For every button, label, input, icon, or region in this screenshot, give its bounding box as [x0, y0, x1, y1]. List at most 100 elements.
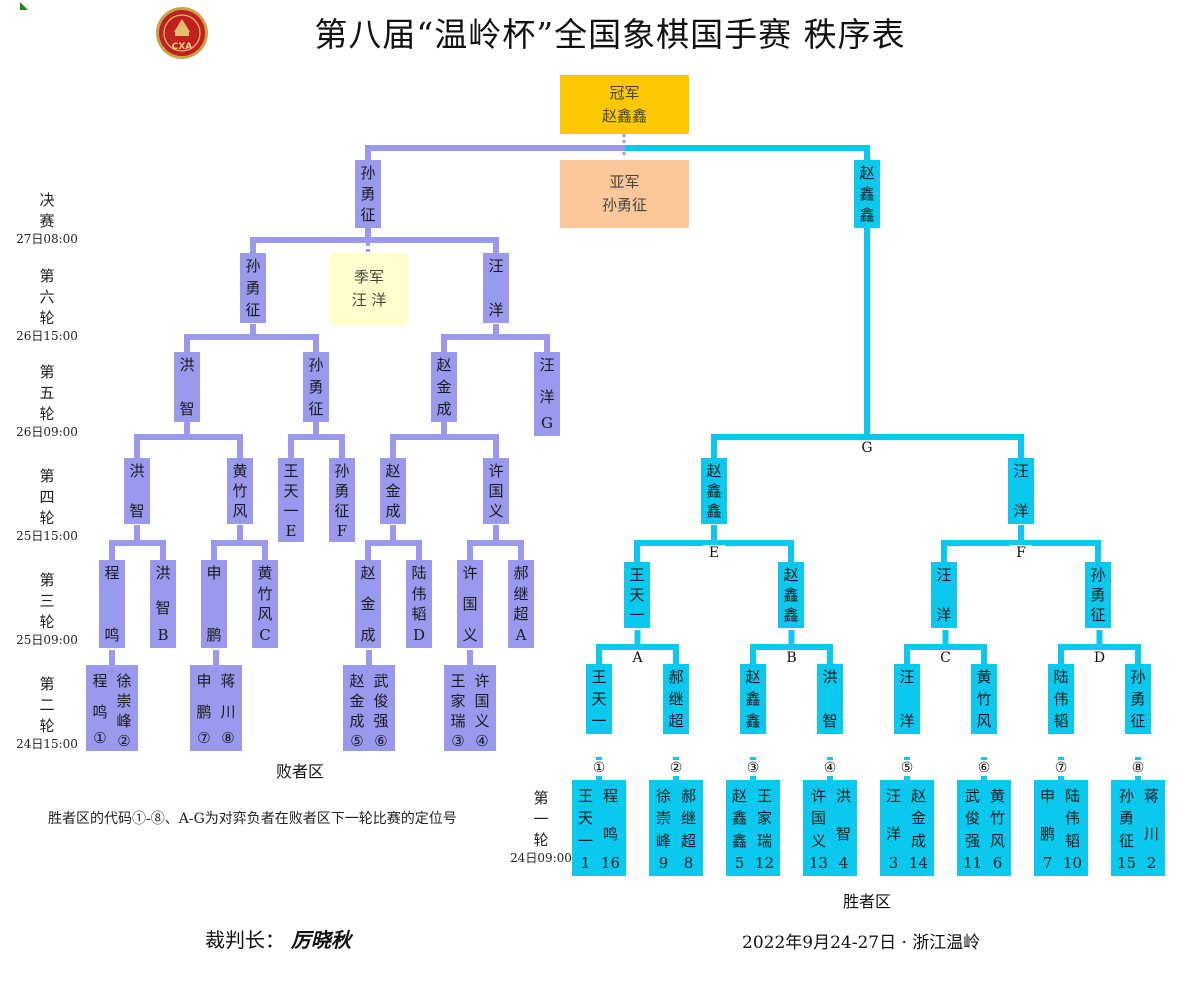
player-name-char: 智 — [822, 712, 838, 730]
player-name-char: 汪 — [1013, 462, 1029, 480]
referee-name: 厉晓秋 — [291, 928, 351, 952]
winner-r3-player: 孙勇征 — [1085, 562, 1111, 628]
player-name-char: 赵 — [360, 564, 376, 582]
winner-code: ② — [665, 760, 687, 776]
player-name-char: 孙 — [245, 257, 261, 275]
match-cell: 赵 — [910, 787, 926, 805]
match-cell: 川 — [1144, 825, 1160, 843]
player-name-char: 汪 — [899, 668, 915, 686]
referee-label: 裁判长： — [205, 928, 285, 952]
player-name-char: 鑫 — [783, 586, 799, 604]
player-name-char: 勇 — [360, 185, 376, 203]
match-cell: 风 — [990, 831, 1006, 850]
round-label-char: 轮 — [39, 309, 55, 327]
player-name-char: 征 — [1130, 712, 1146, 730]
winner-letter: A — [626, 650, 649, 666]
slot-code: F — [336, 522, 348, 540]
player-name-char: 勇 — [245, 279, 261, 297]
round-label-char: 第 — [533, 789, 549, 807]
winner-r2-player: 汪洋 — [894, 664, 920, 734]
player-name-char: 智 — [179, 400, 195, 418]
match-cell: ③ — [451, 732, 465, 750]
round-label-char: 四 — [39, 488, 55, 506]
winner-code: ⑥ — [973, 760, 995, 776]
player-name-char: 征 — [308, 400, 324, 418]
player-name-char: 洪 — [155, 564, 171, 582]
player-name-char: 超 — [513, 605, 529, 624]
winner-letter: G — [856, 440, 878, 456]
match-cell: 俊 — [373, 692, 389, 710]
player-name-char: 申 — [206, 564, 222, 582]
match-cell: 强 — [965, 831, 981, 850]
player-name-char: 继 — [668, 690, 684, 708]
match-cell: 2 — [1146, 854, 1157, 872]
match-cell: 智 — [836, 825, 852, 843]
player-name-char: 风 — [257, 605, 273, 624]
page-title: 第八届“温岭杯”全国象棋国手赛 秩序表 — [314, 15, 906, 54]
player-name-char: 许 — [488, 462, 504, 480]
round-label-char: 二 — [39, 696, 55, 714]
player-name-char: 天 — [591, 690, 607, 708]
player-name-char: 黄 — [976, 668, 992, 686]
round-time: 26日15:00 — [16, 329, 78, 343]
player-name-char: 洋 — [539, 388, 555, 406]
player-name-char: 孙 — [1130, 668, 1146, 686]
date-place: 2022年9月24-27日 · 浙江温岭 — [742, 933, 981, 953]
loser-zone-label: 败者区 — [276, 762, 325, 781]
player-name-char: 成 — [385, 502, 401, 520]
match-cell: 超 — [680, 831, 696, 850]
match-cell: 成 — [349, 712, 365, 730]
loser-r5-player: 孙勇征 — [303, 352, 329, 422]
player-name-char: 成 — [360, 626, 376, 644]
match-cell: 鑫 — [731, 809, 747, 828]
match-cell: 陆 — [1064, 787, 1080, 805]
match-cell: 瑞 — [756, 831, 772, 850]
match-cell: 孙 — [1119, 787, 1135, 805]
winner-r2-player: 赵鑫鑫 — [740, 664, 766, 734]
player-name-char: 赵 — [783, 566, 799, 584]
loser-r4-player: 许国义 — [483, 458, 509, 524]
match-cell: 4 — [838, 854, 849, 872]
match-cell: 韬 — [1064, 831, 1080, 850]
match-cell: 国 — [811, 809, 827, 828]
match-cell: 王 — [577, 787, 593, 805]
match-cell: 9 — [658, 853, 669, 872]
winner-code: ⑧ — [1127, 760, 1149, 776]
player-name-char: 竹 — [976, 690, 992, 708]
player-name-char: 黄 — [257, 564, 273, 582]
player-name-char: 伟 — [1053, 690, 1069, 708]
runner-up-box: 亚军 孙勇征 — [560, 160, 689, 228]
winner-r4-player: 汪洋 — [1008, 458, 1034, 524]
match-cell: 申 — [196, 672, 212, 690]
match-cell: 徐 — [655, 787, 671, 805]
match-cell: 洪 — [836, 787, 852, 805]
match-cell: 11 — [962, 853, 983, 872]
third-place-box: 季军 汪 洋 — [330, 253, 408, 325]
winner-r4-player: 赵鑫鑫 — [701, 458, 727, 524]
loser-r4-player: 洪智 — [124, 458, 150, 524]
slot-code: B — [157, 625, 169, 644]
match-cell: 勇 — [1119, 809, 1135, 828]
loser-r3-player: 申鹏 — [201, 560, 227, 648]
player-name-char: 王 — [283, 462, 299, 480]
match-cell: 峰 — [116, 712, 132, 730]
match-cell: 16 — [600, 854, 621, 872]
match-cell: 义 — [474, 712, 490, 730]
match-cell: 鸣 — [602, 825, 618, 843]
match-cell: 俊 — [965, 809, 981, 828]
player-name-char: 金 — [360, 595, 376, 613]
match-cell: 许 — [474, 672, 490, 690]
player-name-char: 孙 — [334, 462, 350, 480]
match-cell: 郝 — [680, 787, 696, 805]
